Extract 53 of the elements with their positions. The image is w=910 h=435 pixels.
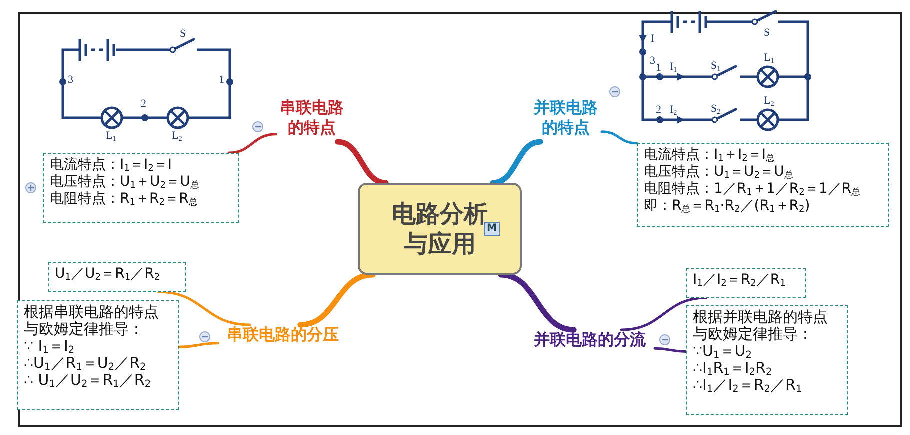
branch-line bbox=[298, 272, 376, 328]
branch-line bbox=[654, 347, 688, 354]
formula-text: 电阻特点：R$_{1}$＋R$_{2}$＝R$_{总}$ bbox=[50, 191, 199, 208]
note-box bbox=[43, 153, 239, 223]
circuit-label: L$_{1}$ bbox=[106, 130, 116, 142]
formula-text: ∵U$_{1}$＝U$_{2}$ bbox=[693, 343, 753, 360]
branch-line bbox=[228, 133, 278, 154]
formula-text: 电压特点：U$_{1}$＋U$_{2}$＝U$_{总}$ bbox=[50, 174, 200, 191]
circuit-label: L$_{2}$ bbox=[172, 130, 182, 142]
circuit-label: 1 bbox=[656, 62, 662, 74]
circuit-label: S bbox=[180, 28, 186, 40]
branch-line bbox=[178, 342, 220, 348]
branch-label: 并联电路的分流 bbox=[525, 330, 655, 350]
formula-text: 电流特点：I$_{1}$＋I$_{2}$＝I$_{总}$ bbox=[644, 147, 776, 164]
formula-text: 电流特点：I$_{1}$＝I$_{2}$＝I bbox=[50, 157, 174, 174]
circuit-label: I$_{1}$ bbox=[670, 61, 678, 73]
branch-label: 串联电路的特点 bbox=[276, 98, 348, 138]
formula-text: 根据并联电路的特点与欧姆定律推导： bbox=[693, 309, 829, 343]
circuit-label: L$_{2}$ bbox=[764, 95, 774, 107]
formula-text: ∴I$_{1}$／I$_{2}$＝R$_{2}$／R$_{1}$ bbox=[693, 377, 804, 394]
circuit-label: L$_{1}$ bbox=[764, 52, 774, 64]
formula-text: 电阻特点：1／R$_{1}$＋1／R$_{2}$＝1／R$_{总}$ bbox=[644, 181, 862, 198]
branch-label: 并联电路的特点 bbox=[530, 98, 602, 138]
circuit-label: 2 bbox=[141, 98, 146, 110]
branch-line bbox=[498, 272, 577, 333]
note-box bbox=[637, 143, 889, 227]
circuit-label: 2 bbox=[656, 104, 662, 116]
formula-text: 根据串联电路的特点与欧姆定律推导： bbox=[24, 304, 160, 338]
formula-text: 电压特点：U$_{1}$＝U$_{2}$＝U$_{总}$ bbox=[644, 164, 794, 181]
circuit-label: S$_{2}$ bbox=[711, 103, 721, 115]
formula-text: ∵ I$_{1}$＝I$_{2}$ bbox=[24, 338, 76, 355]
circuit-label: 3 bbox=[68, 74, 74, 86]
formula-text: ∴I$_{1}$R$_{1}$＝I$_{2}$R$_{2}$ bbox=[693, 360, 774, 377]
note-box bbox=[17, 300, 179, 410]
circuit-label: I bbox=[651, 33, 655, 45]
branch-line bbox=[157, 290, 252, 326]
circuit-label: S$_{1}$ bbox=[711, 60, 721, 72]
note-box: U$_{1}$／U$_{2}$＝R$_{1}$／R$_{2}$ bbox=[48, 262, 186, 292]
branch-line bbox=[620, 296, 708, 332]
note-box: I$_{1}$／I$_{2}$＝R$_{2}$／R$_{1}$ bbox=[686, 268, 806, 298]
branch-label: 串联电路的分压 bbox=[218, 325, 348, 345]
note-box bbox=[686, 305, 848, 415]
circuit-label: I$_{2}$ bbox=[670, 104, 678, 116]
branch-line bbox=[335, 139, 389, 186]
formula-text: ∴U$_{1}$／R$_{1}$＝U$_{2}$／R$_{2}$ bbox=[24, 355, 148, 372]
branch-line bbox=[490, 139, 544, 186]
note-icon: M bbox=[484, 222, 500, 236]
branch-line bbox=[600, 130, 638, 145]
circuit-label: S bbox=[764, 27, 770, 39]
circuit-label: 3 bbox=[650, 55, 656, 67]
formula-text: 即：R$_{总}$＝R$_{1}$·R$_{2}$／(R$_{1}$＋R$_{2}$) bbox=[644, 198, 812, 215]
formula-text: ∴ U$_{1}$／U$_{2}$＝R$_{1}$／R$_{2}$ bbox=[24, 372, 152, 389]
circuit-label: 1 bbox=[219, 74, 224, 86]
